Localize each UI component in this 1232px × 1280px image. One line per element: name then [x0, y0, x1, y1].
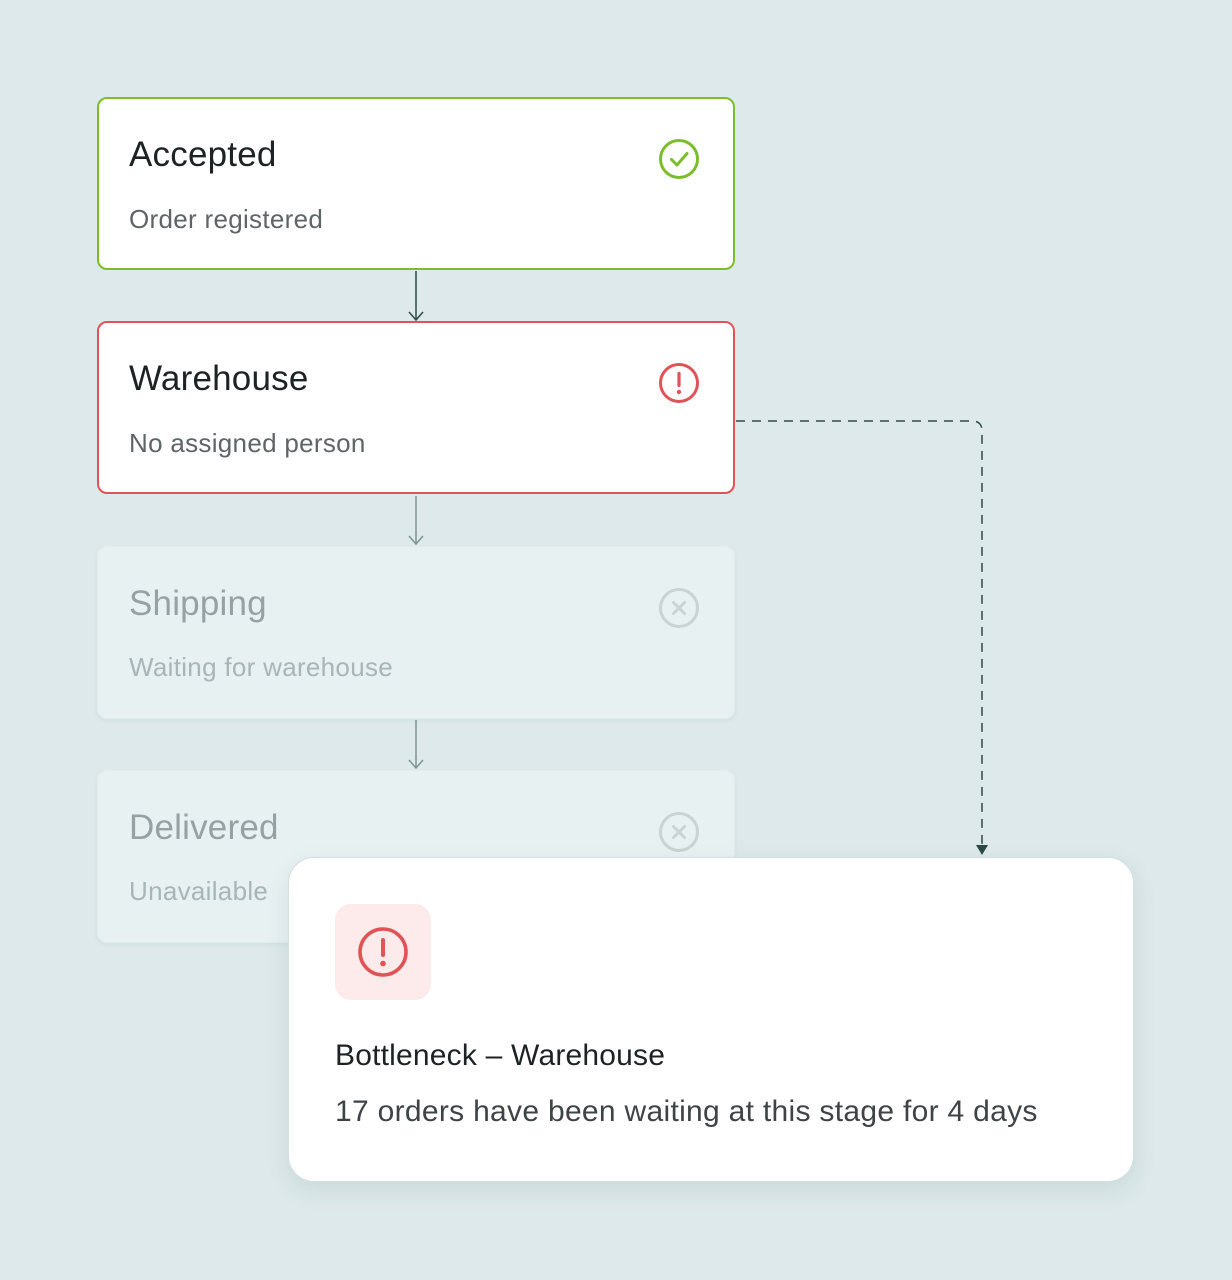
stage-title: Accepted [129, 135, 277, 174]
stage-card-warehouse[interactable]: Warehouse No assigned person [97, 321, 735, 494]
stage-title: Warehouse [129, 359, 309, 398]
stage-subtitle: Waiting for warehouse [129, 652, 394, 682]
stage-subtitle: Unavailable [129, 876, 269, 906]
stage-title: Delivered [129, 808, 279, 847]
alert-circle-icon [358, 927, 408, 977]
stage-title: Shipping [129, 584, 267, 623]
stage-card-shipping: Shipping Waiting for warehouse [97, 546, 735, 719]
dashed-link-warehouse-alert [736, 420, 988, 855]
alert-title: Bottleneck – Warehouse [335, 1039, 666, 1072]
connector-arrow-accepted-warehouse [408, 271, 424, 322]
alert-circle-icon [657, 361, 701, 405]
bottleneck-alert-popup[interactable]: Bottleneck – Warehouse 17 orders have be… [288, 857, 1134, 1182]
check-circle-icon [657, 137, 701, 181]
connector-arrow-warehouse-shipping [408, 496, 424, 546]
alert-message: 17 orders have been waiting at this stag… [335, 1095, 1038, 1128]
x-circle-icon [657, 810, 701, 854]
connector-arrow-shipping-delivered [408, 720, 424, 770]
stage-subtitle: Order registered [129, 204, 324, 234]
x-circle-icon [657, 586, 701, 630]
alert-icon-container [335, 904, 431, 1000]
stage-card-accepted[interactable]: Accepted Order registered [97, 97, 735, 270]
stage-subtitle: No assigned person [129, 428, 366, 458]
